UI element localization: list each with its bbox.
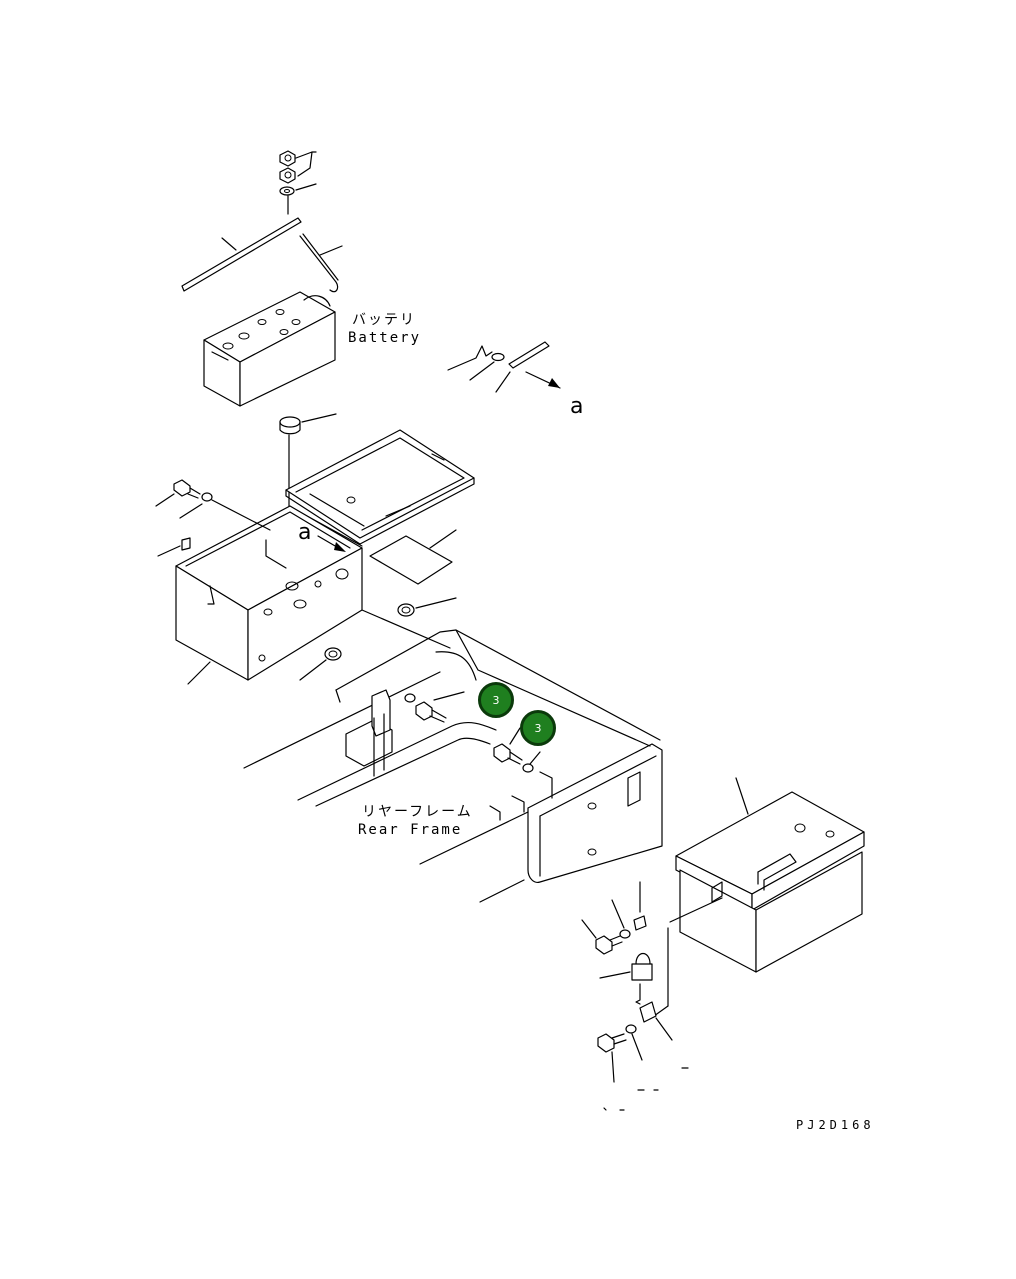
battery [203,291,336,407]
rear-frame-label-en: Rear Frame [358,822,463,838]
grommet-upper [397,597,457,617]
battery-box [175,505,363,685]
drawing-code: PJ2D168 [796,1118,875,1132]
washer-left [179,492,271,531]
battery-hold-down-bar [181,217,339,293]
battery-label-en: Battery [348,330,422,346]
washer-top [279,186,295,196]
frame-bolt-upper [404,691,465,723]
view-a-label-top: a [570,394,584,419]
stray-marks [603,1067,689,1111]
nut-lower [279,167,296,184]
bolt-lock-upper [581,919,623,955]
washer-bottom [625,1024,643,1061]
battery-cable-assembly [447,341,561,393]
view-arrow-mid [317,535,451,649]
rear-frame [243,629,663,903]
grommet-lower [299,647,342,681]
bolt-left-upper [155,479,201,507]
frame-bolt-lower [493,727,541,773]
hinge-plate [633,881,647,931]
rear-frame-label-jp: リヤーフレーム [362,804,473,820]
leader-lines-top [221,151,343,256]
tool-box [653,777,865,1017]
pad-sheet [369,529,457,585]
bolt-bottom [597,1033,627,1083]
nut-upper [279,150,296,167]
battery-label-jp: バッテリ [352,312,416,328]
padlock [599,952,653,1005]
callout-marker[interactable]: 3 [520,710,556,746]
callout-marker[interactable]: 3 [478,682,514,718]
frame-bracket [345,689,393,777]
cap-left [157,537,191,557]
view-a-label-mid: a [298,520,312,545]
latch-plate [639,1001,673,1041]
washer-lock [611,899,631,939]
